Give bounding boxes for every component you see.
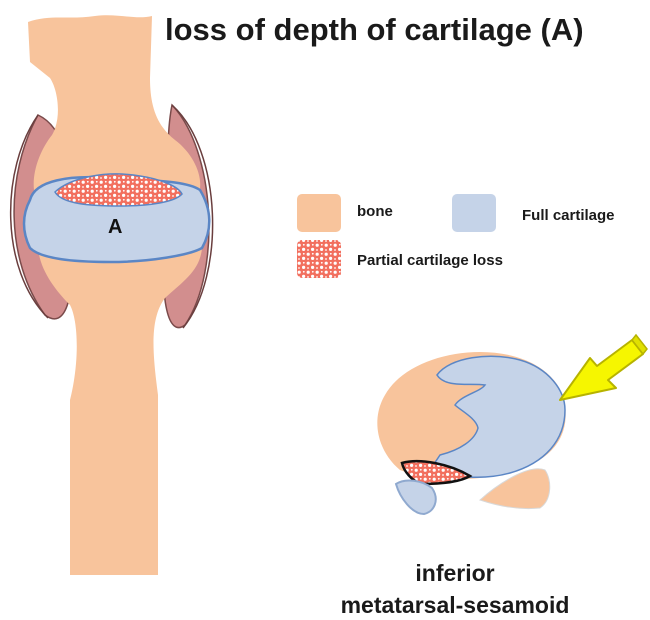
diagram-title: loss of depth of cartilage (A) <box>165 12 584 48</box>
legend-label-partial-loss: Partial cartilage loss <box>357 252 503 269</box>
legend-swatch-bone <box>297 194 341 232</box>
caption-line-2: metatarsal-sesamoid <box>340 592 570 619</box>
pointer-arrow <box>560 335 647 400</box>
caption-line-1: inferior <box>340 560 570 587</box>
sesamoid-fragment-left <box>396 481 436 514</box>
legend-swatch-partial-loss <box>297 240 341 278</box>
lesion-marker-label: A <box>108 216 122 238</box>
legend-label-full-cartilage: Full cartilage <box>522 207 615 224</box>
legend-swatch-full-cartilage <box>452 194 496 232</box>
legend-label-bone: bone <box>357 203 393 220</box>
